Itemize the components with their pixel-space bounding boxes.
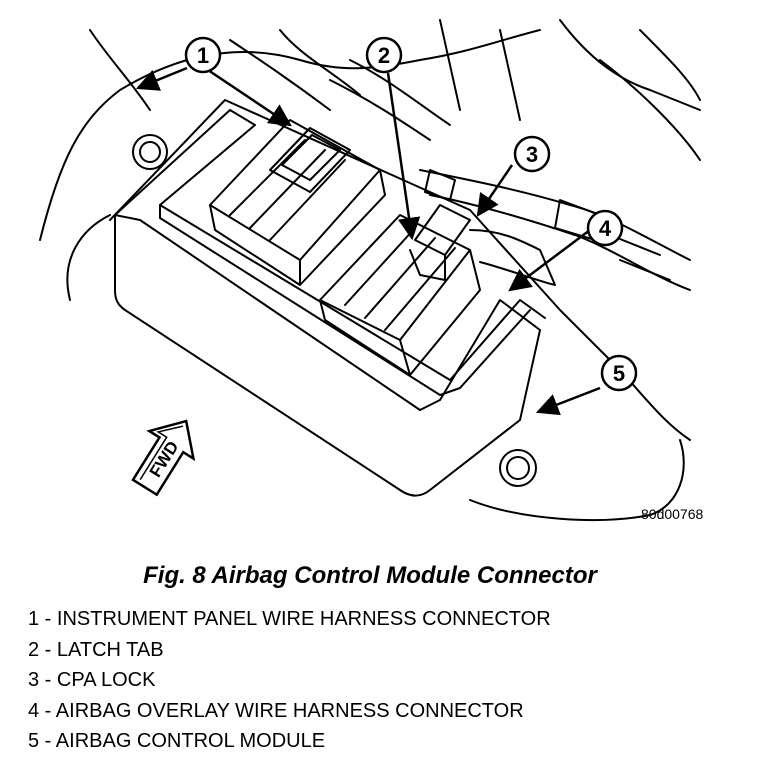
callout-3-leader xyxy=(476,164,514,217)
ip-connector xyxy=(209,204,301,286)
callout-2-leader xyxy=(386,72,421,241)
mounting-hole xyxy=(506,456,530,480)
background-wiring xyxy=(39,29,541,241)
background-wiring xyxy=(66,214,111,301)
svg-text:3: 3 xyxy=(526,142,538,167)
legend-item: 3 - CPA LOCK xyxy=(28,669,156,691)
svg-text:1: 1 xyxy=(197,43,209,68)
module-housing-rim xyxy=(159,204,531,396)
callout-1-leader xyxy=(204,66,292,127)
callout-2: 2 xyxy=(365,36,403,74)
legend-item: 4 - AIRBAG OVERLAY WIRE HARNESS CONNECTO… xyxy=(28,699,524,722)
module-housing xyxy=(114,214,541,497)
ip-connector-ribs xyxy=(229,139,346,241)
background-wiring xyxy=(599,29,701,161)
harness-wire xyxy=(419,169,691,261)
background-wiring xyxy=(229,29,361,111)
svg-text:5: 5 xyxy=(613,361,625,386)
ip-connector xyxy=(299,169,386,286)
harness-connector-boot xyxy=(469,229,556,286)
module-flange xyxy=(469,439,685,521)
legend-list: 1 - INSTRUMENT PANEL WIRE HARNESS CONNEC… xyxy=(28,604,551,757)
svg-text:2: 2 xyxy=(378,43,390,68)
cpa-lock xyxy=(414,204,471,256)
overlay-connector xyxy=(319,214,471,341)
module-housing-top xyxy=(114,109,546,381)
overlay-connector-ribs xyxy=(344,227,456,331)
callout-5: 5 xyxy=(600,354,638,392)
svg-text:4: 4 xyxy=(599,216,612,241)
ip-connector-latch xyxy=(269,127,351,193)
legend-item: 1 - INSTRUMENT PANEL WIRE HARNESS CONNEC… xyxy=(28,608,551,630)
legend-item: 5 - AIRBAG CONTROL MODULE xyxy=(28,730,326,752)
legend-item: 2 - LATCH TAB xyxy=(28,638,164,661)
module-illustration: 1 2 3 4 5 FWD xyxy=(39,19,701,521)
callout-5-leader xyxy=(535,386,601,416)
cpa-lock xyxy=(409,249,446,281)
callout-1: 1 xyxy=(184,36,222,74)
background-wiring xyxy=(89,29,151,111)
figure-caption: Fig. 8 Airbag Control Module Connector xyxy=(143,562,597,589)
harness-wire xyxy=(609,234,671,281)
callout-1-leader xyxy=(135,66,188,91)
callout-4-leader xyxy=(508,229,591,292)
mounting-hole xyxy=(499,449,537,487)
mounting-hole xyxy=(139,141,161,163)
background-wiring xyxy=(439,19,701,121)
mounting-hole xyxy=(132,134,168,170)
cpa-lock xyxy=(424,169,456,201)
harness-wire xyxy=(329,59,451,141)
callout-4: 4 xyxy=(586,209,624,247)
module-flange xyxy=(109,99,691,441)
callout-3: 3 xyxy=(513,135,551,173)
overlay-connector xyxy=(409,249,481,376)
figure-id: 80d00768 xyxy=(641,506,704,522)
fwd-arrow: FWD xyxy=(131,419,196,497)
overlay-connector xyxy=(319,299,411,376)
